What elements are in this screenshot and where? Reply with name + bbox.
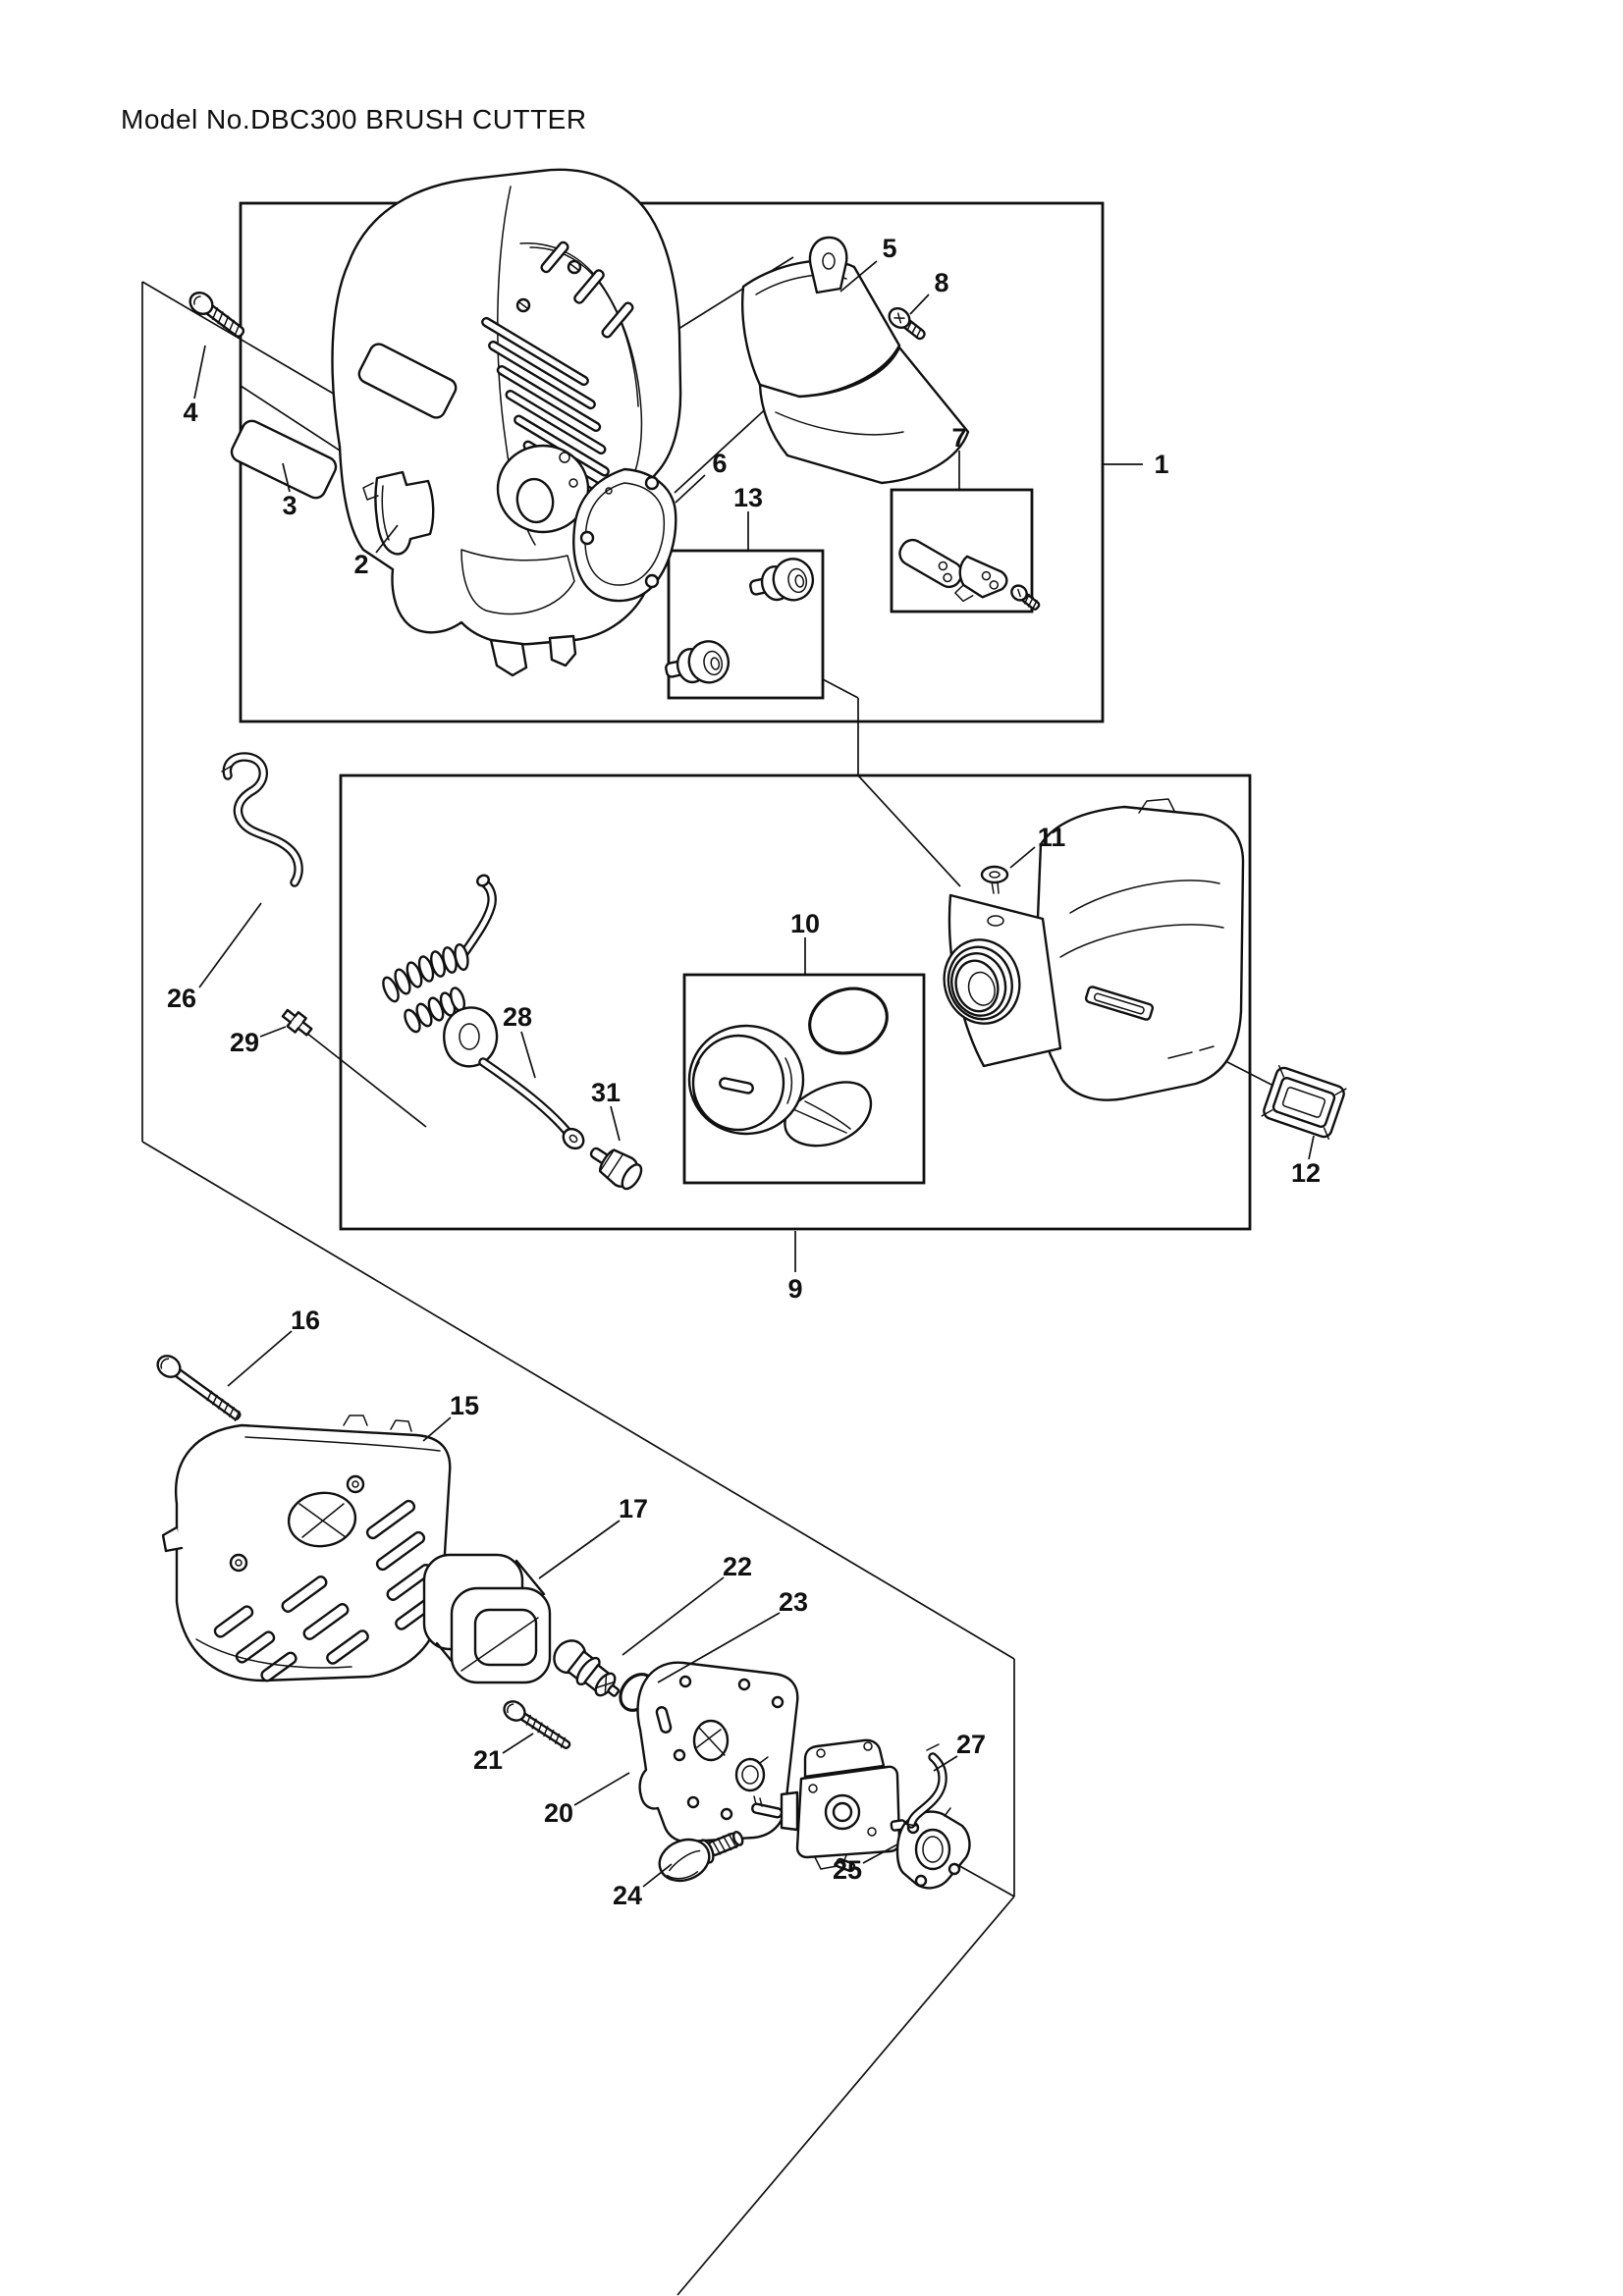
callout-8: 8 xyxy=(934,268,948,297)
structure-line-5 xyxy=(141,281,338,397)
callout-26: 26 xyxy=(167,984,196,1013)
group-box-bracket-set-group xyxy=(890,488,1034,614)
part-28-fuel-pipe-drawing xyxy=(382,874,585,1150)
callout-27: 27 xyxy=(956,1730,986,1759)
leader-line-28-0 xyxy=(520,1031,536,1079)
leader-line-24-0 xyxy=(642,1863,673,1888)
structure-line-11 xyxy=(857,774,961,887)
part-4-screw-drawing xyxy=(189,292,245,338)
structure-line-4 xyxy=(676,1896,1015,2296)
part-16-bolt-drawing xyxy=(156,1355,242,1421)
callout-4: 4 xyxy=(183,398,197,427)
fuel-tank-drawing xyxy=(943,798,1245,1101)
callout-22: 22 xyxy=(723,1552,752,1581)
leader-line-26-0 xyxy=(198,902,262,988)
callout-5: 5 xyxy=(882,234,896,263)
vent-slots xyxy=(213,1499,438,1682)
leader-line-12-0 xyxy=(1308,1135,1315,1160)
callout-6: 6 xyxy=(712,449,727,478)
callout-12: 12 xyxy=(1291,1158,1321,1188)
part-21-screw-drawing xyxy=(503,1700,571,1749)
part-15-air-cleaner-cover-drawing xyxy=(161,1415,452,1682)
callout-15: 15 xyxy=(450,1391,479,1420)
leader-line-17-0 xyxy=(538,1520,621,1579)
callout-13: 13 xyxy=(733,483,763,512)
part-13-grommets-drawing xyxy=(665,558,815,684)
part-6-gasket-drawing xyxy=(572,467,677,603)
structure-line-9 xyxy=(822,678,859,699)
part-7-bracket-set-drawing xyxy=(898,538,1041,611)
part-10-fuel-cap-drawing xyxy=(687,987,889,1148)
callout-31: 31 xyxy=(591,1078,621,1107)
part-17-foam-element-drawing xyxy=(422,1553,552,1684)
callout-7: 7 xyxy=(951,423,966,453)
leader-line-15-0 xyxy=(422,1416,452,1442)
callout-11: 11 xyxy=(1038,823,1066,852)
group-boxes-layer xyxy=(239,201,1252,1231)
group-box-grommet-set-group xyxy=(667,549,825,700)
part-8-screw-drawing xyxy=(888,306,926,341)
part-12-grommet-drawing xyxy=(1261,1065,1347,1140)
callout-21: 21 xyxy=(473,1745,503,1775)
group-box-fuel-tank-group xyxy=(339,774,1252,1231)
callout-20: 20 xyxy=(544,1798,573,1828)
leader-line-6-0 xyxy=(675,474,706,504)
leader-line-11-0 xyxy=(1009,846,1036,869)
page-title: Model No.DBC300 BRUSH CUTTER xyxy=(121,104,587,134)
group-box-fuel-cap-group xyxy=(682,973,926,1185)
structure-line-1 xyxy=(141,1141,1015,1660)
leader-line-8-0 xyxy=(909,294,930,315)
part-20-plate-drawing xyxy=(636,1661,799,1843)
part-3-plate-drawing xyxy=(230,419,338,500)
part-2-bracket-drawing xyxy=(362,470,435,556)
callout-2: 2 xyxy=(353,550,368,579)
callout-16: 16 xyxy=(291,1306,320,1335)
leader-line-2-0 xyxy=(375,524,399,554)
structure-line-13 xyxy=(305,1032,427,1128)
leader-line-31-0 xyxy=(610,1105,621,1142)
part-26-hose-drawing xyxy=(221,752,303,887)
callout-10: 10 xyxy=(790,909,820,938)
coil-wrap xyxy=(382,943,469,1034)
leader-line-21-0 xyxy=(502,1733,534,1754)
leader-line-3-0 xyxy=(282,462,291,493)
callout-3: 3 xyxy=(282,491,297,520)
callout-9: 9 xyxy=(787,1274,802,1304)
callout-29: 29 xyxy=(230,1028,259,1057)
callouts-layer: 1234567891011121315161720212223242526272… xyxy=(167,234,1321,1910)
part-5-flap-drawing xyxy=(740,236,970,485)
callout-1: 1 xyxy=(1154,450,1168,479)
leader-line-27-0 xyxy=(933,1755,958,1772)
leader-line-23-0 xyxy=(657,1612,781,1683)
leader-line-25-0 xyxy=(862,1843,898,1864)
leader-line-4-0 xyxy=(193,345,206,400)
callout-24: 24 xyxy=(613,1881,642,1910)
part-31-fuel-filter-drawing xyxy=(589,1147,643,1191)
part-29-fitting-drawing xyxy=(281,1008,313,1037)
part-22-valve-drawing xyxy=(553,1639,621,1697)
part-25-gasket-drawing xyxy=(895,1807,971,1890)
part-11-vent-drawing xyxy=(980,865,1009,894)
callout-23: 23 xyxy=(779,1587,808,1617)
leader-line-20-0 xyxy=(573,1772,630,1806)
leader-line-22-0 xyxy=(622,1576,725,1656)
callout-28: 28 xyxy=(503,1002,532,1032)
part-24-thumb-screw-drawing xyxy=(658,1831,744,1883)
callout-25: 25 xyxy=(833,1855,862,1885)
leader-line-29-0 xyxy=(259,1026,287,1038)
leader-line-16-0 xyxy=(227,1330,293,1387)
leader-line-5-0 xyxy=(839,260,878,293)
carburetor-drawing xyxy=(751,1738,907,1873)
callout-17: 17 xyxy=(619,1494,648,1523)
